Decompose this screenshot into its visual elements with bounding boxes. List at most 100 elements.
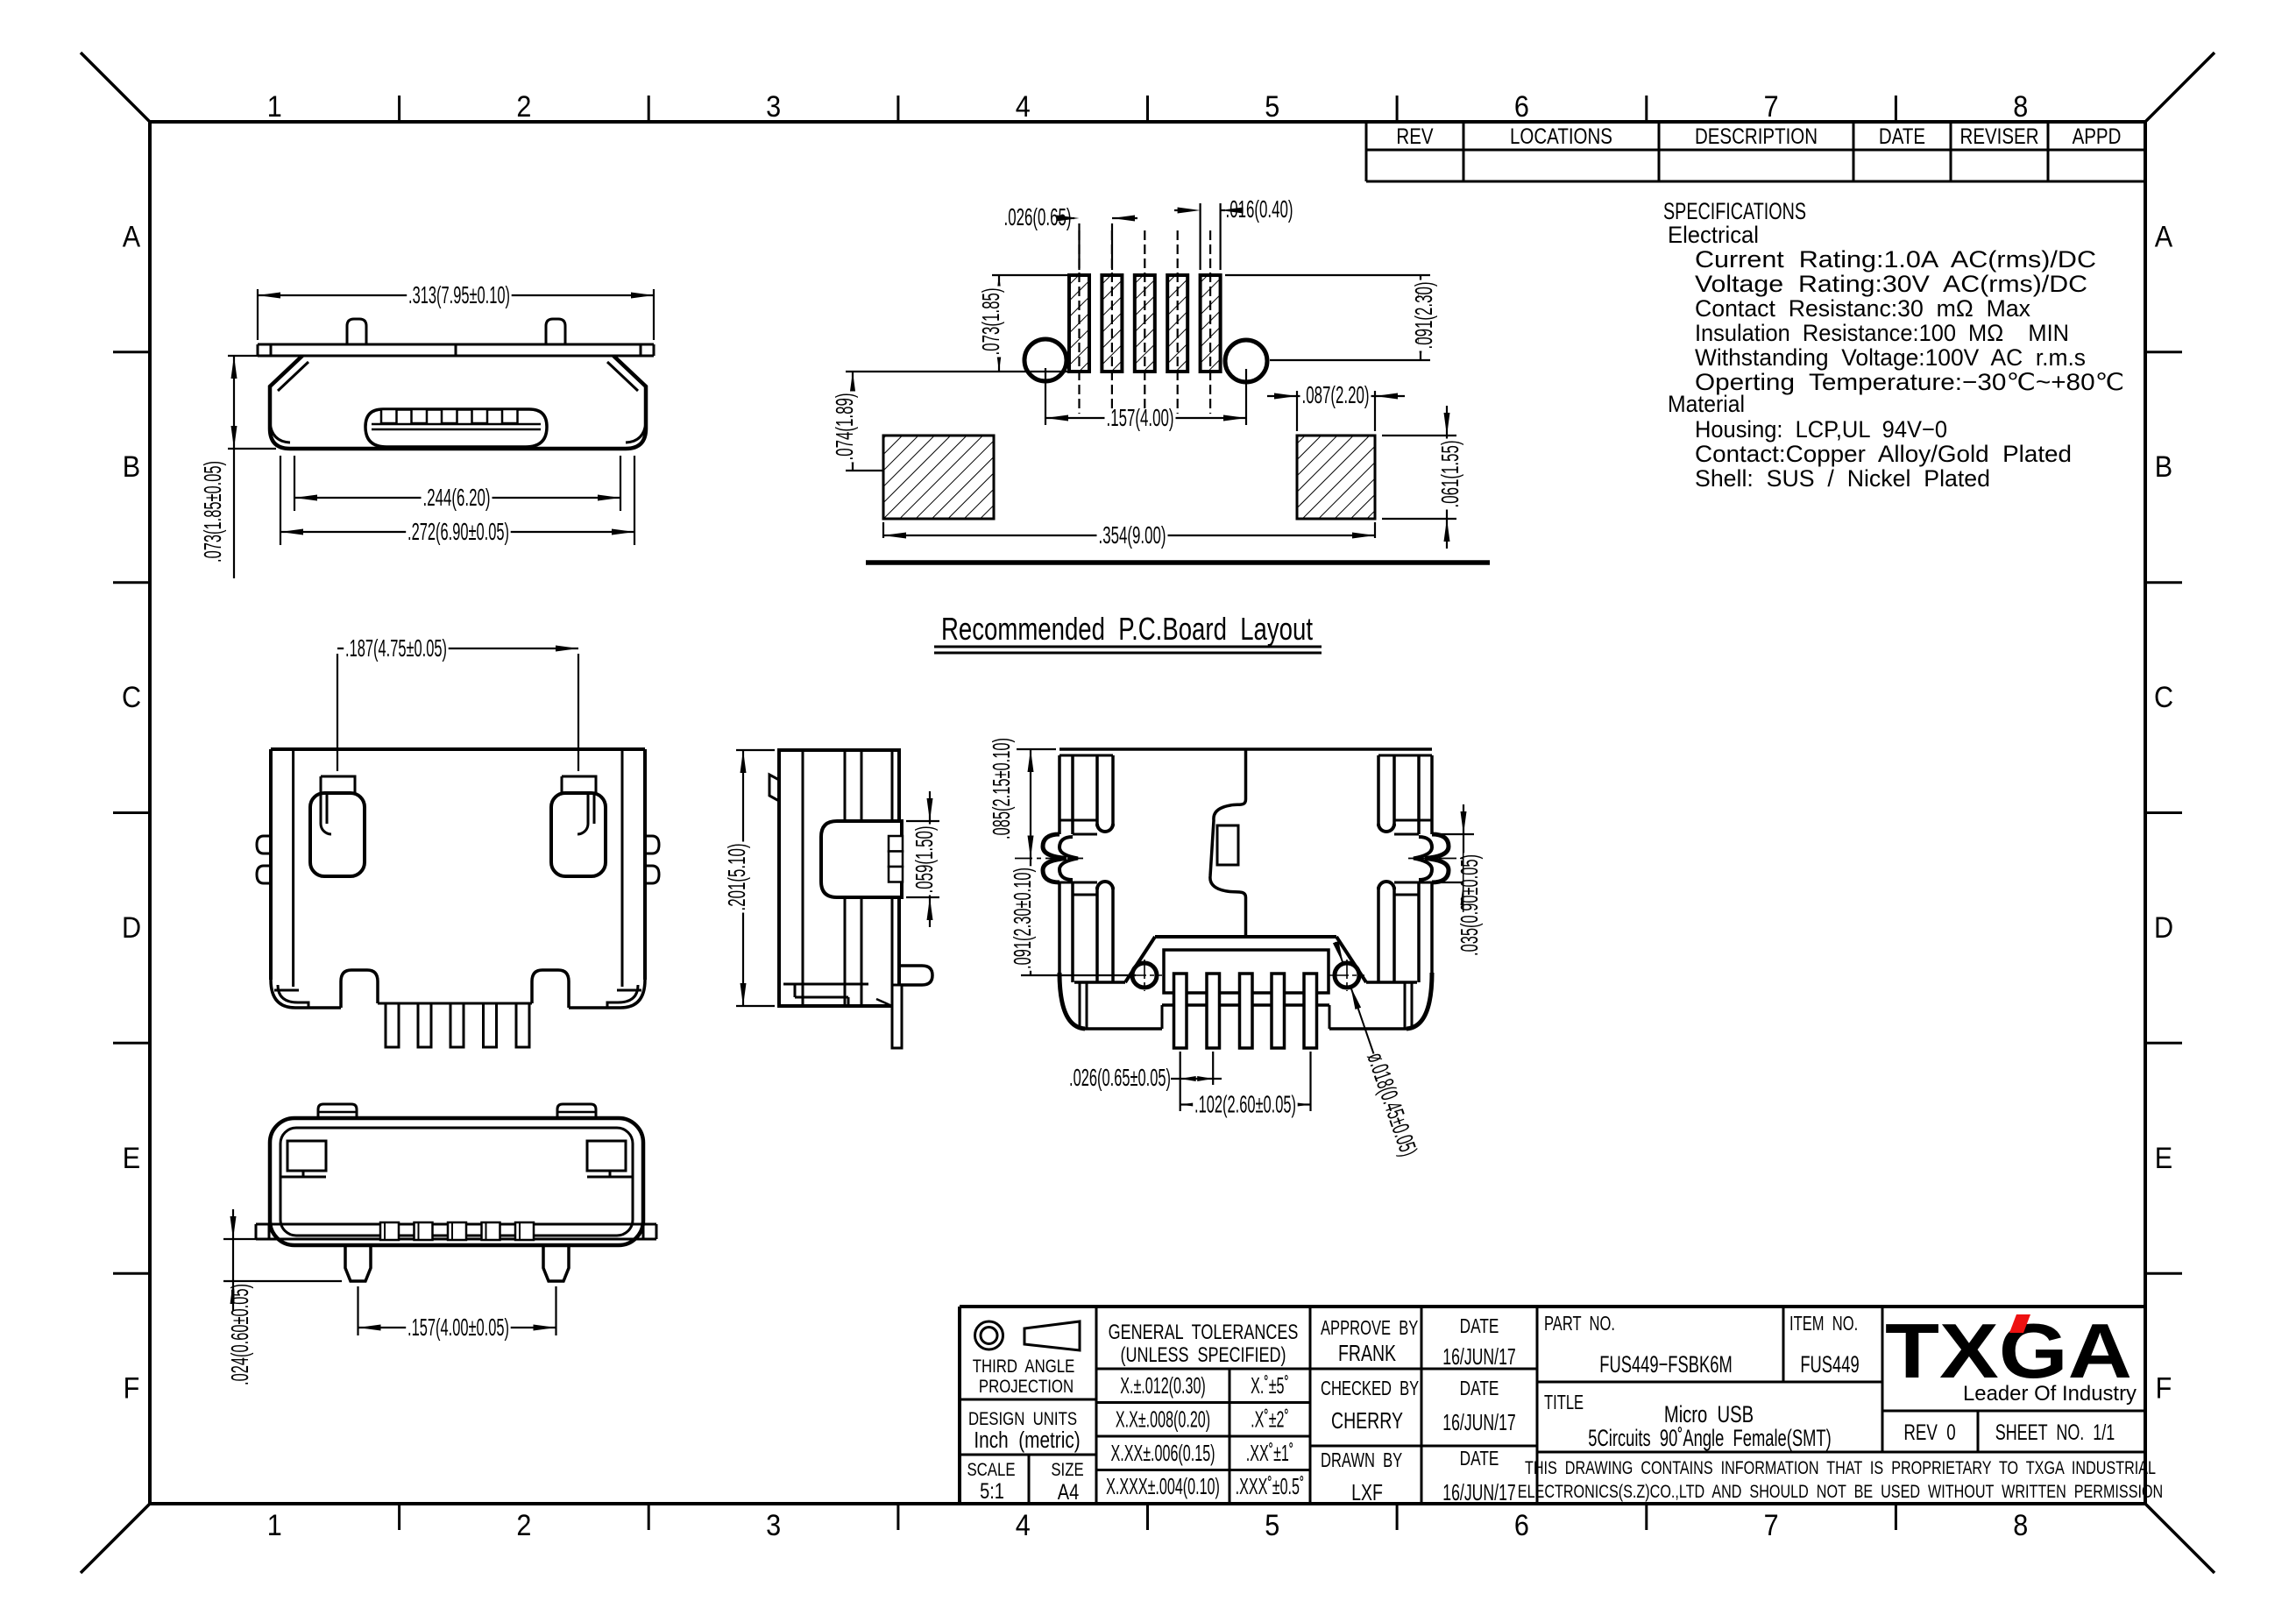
svg-text:X.XXX±.004(0.10): X.XXX±.004(0.10): [1106, 1473, 1220, 1499]
svg-text:TXGA: TXGA: [1885, 1307, 2132, 1394]
svg-text:Electrical: Electrical: [1668, 222, 1759, 248]
svg-text:Recommended P.C.Board Layout: Recommended P.C.Board Layout: [941, 611, 1313, 647]
svg-text:CHECKED BY: CHECKED BY: [1321, 1378, 1419, 1399]
svg-text:16/JUN/17: 16/JUN/17: [1442, 1480, 1515, 1505]
svg-text:3: 3: [766, 1509, 781, 1542]
svg-text:Contact:Copper Alloy/Gold Pl: Contact:Copper Alloy/Gold Plated: [1695, 441, 2072, 467]
svg-text:SPECIFICATIONS: SPECIFICATIONS: [1663, 198, 1806, 224]
svg-text:A: A: [2155, 220, 2173, 253]
svg-text:.061(1.55): .061(1.55): [1436, 441, 1463, 508]
svg-text:16/JUN/17: 16/JUN/17: [1442, 1344, 1515, 1370]
svg-text:D: D: [2154, 910, 2173, 944]
svg-text:Insulation Resistance:100 MΩ: Insulation Resistance:100 MΩ MIN: [1695, 320, 2069, 346]
svg-text:.026(0.65±0.05): .026(0.65±0.05): [1069, 1064, 1171, 1091]
svg-text:APPROVE BY: APPROVE BY: [1321, 1317, 1418, 1339]
svg-text:1: 1: [267, 1509, 282, 1542]
svg-text:Micro USB: Micro USB: [1664, 1401, 1754, 1428]
svg-text:.354(9.00): .354(9.00): [1099, 521, 1166, 549]
svg-text:Current Rating:1.0A AC(rms)/: Current Rating:1.0A AC(rms)/DC: [1695, 246, 2096, 273]
svg-text:Inch (metric): Inch (metric): [974, 1427, 1080, 1453]
svg-text:4: 4: [1016, 1509, 1031, 1542]
svg-text:REV 0: REV 0: [1903, 1420, 1955, 1444]
svg-text:F: F: [2156, 1371, 2172, 1405]
svg-text:5Circuits 90˚Angle Female(SM: 5Circuits 90˚Angle Female(SMT): [1588, 1424, 1831, 1450]
svg-text:E: E: [2155, 1141, 2172, 1174]
svg-text:DATE: DATE: [1460, 1378, 1499, 1400]
svg-text:B: B: [2155, 450, 2172, 484]
svg-text:7: 7: [1764, 1509, 1779, 1542]
svg-text:FUS449−FSBK6M: FUS449−FSBK6M: [1599, 1350, 1732, 1377]
svg-text:X.±.012(0.30): X.±.012(0.30): [1120, 1372, 1206, 1399]
svg-text:X.X±.008(0.20): X.X±.008(0.20): [1116, 1406, 1210, 1432]
svg-text:PART NO.: PART NO.: [1544, 1313, 1615, 1335]
svg-text:LXF: LXF: [1351, 1479, 1383, 1505]
svg-text:.313(7.95±0.10): .313(7.95±0.10): [408, 281, 510, 308]
svg-text:Housing: LCP,UL 94V−0: Housing: LCP,UL 94V−0: [1695, 416, 1947, 443]
svg-text:X.XX±.006(0.15): X.XX±.006(0.15): [1110, 1440, 1215, 1466]
svg-text:SHEET NO. 1/1: SHEET NO. 1/1: [1995, 1420, 2115, 1445]
svg-text:APPD: APPD: [2073, 124, 2122, 148]
svg-text:LOCATIONS: LOCATIONS: [1510, 124, 1612, 148]
svg-text:C: C: [2154, 681, 2173, 714]
svg-text:DATE: DATE: [1460, 1448, 1499, 1470]
svg-text:GENERAL TOLERANCES: GENERAL TOLERANCES: [1109, 1321, 1299, 1344]
svg-text:.XX˚±1˚: .XX˚±1˚: [1246, 1440, 1294, 1466]
svg-text:THIS DRAWING CONTAINS INFOR: THIS DRAWING CONTAINS INFORMATION THAT I…: [1525, 1457, 2156, 1478]
svg-text:FRANK: FRANK: [1338, 1340, 1397, 1365]
svg-text:16/JUN/17: 16/JUN/17: [1442, 1410, 1515, 1435]
svg-text:TITLE: TITLE: [1544, 1392, 1584, 1413]
svg-text:6: 6: [1514, 1509, 1529, 1542]
svg-text:Withstanding Voltage:100V AC: Withstanding Voltage:100V AC r.m.s: [1695, 344, 2086, 371]
svg-text:DRAWN BY: DRAWN BY: [1321, 1449, 1402, 1471]
svg-text:Voltage Rating:30V AC(rms)/D: Voltage Rating:30V AC(rms)/DC: [1695, 271, 2087, 297]
svg-text:REV: REV: [1396, 124, 1434, 148]
svg-text:.157(4.00): .157(4.00): [1107, 404, 1174, 431]
svg-text:.102(2.60±0.05): .102(2.60±0.05): [1194, 1091, 1296, 1118]
svg-text:A4: A4: [1058, 1480, 1079, 1505]
svg-text:.201(5.10): .201(5.10): [723, 844, 750, 911]
svg-text:(UNLESS SPECIFIED): (UNLESS SPECIFIED): [1121, 1344, 1286, 1367]
svg-text:3: 3: [766, 90, 781, 124]
svg-text:FUS449: FUS449: [1800, 1350, 1859, 1377]
svg-text:2: 2: [516, 1509, 531, 1542]
svg-text:Operting Temperature:−30℃~+80: Operting Temperature:−30℃~+80℃: [1695, 369, 2124, 395]
svg-text:DESIGN UNITS: DESIGN UNITS: [968, 1409, 1077, 1429]
svg-text:E: E: [123, 1141, 140, 1174]
svg-text:1: 1: [267, 90, 282, 124]
svg-text:.272(6.90±0.05): .272(6.90±0.05): [407, 518, 509, 545]
svg-text:.074(1.89): .074(1.89): [831, 393, 858, 461]
svg-text:CHERRY: CHERRY: [1331, 1407, 1403, 1433]
svg-text:ELECTRONICS(S.Z)CO.,LTD AND: ELECTRONICS(S.Z)CO.,LTD AND SHOULD NOT B…: [1518, 1481, 2163, 1502]
svg-text:.244(6.20): .244(6.20): [423, 484, 491, 511]
svg-text:2: 2: [516, 90, 531, 124]
svg-text:.085(2.15±0.10): .085(2.15±0.10): [988, 738, 1015, 839]
svg-text:6: 6: [1514, 90, 1529, 124]
svg-text:THIRD ANGLE: THIRD ANGLE: [973, 1356, 1075, 1377]
svg-text:B: B: [123, 450, 140, 484]
svg-text:DATE: DATE: [1879, 124, 1925, 148]
svg-text:F: F: [124, 1371, 140, 1405]
svg-text:SCALE: SCALE: [967, 1460, 1015, 1480]
svg-text:.073(1.85): .073(1.85): [977, 288, 1004, 356]
svg-text:SIZE: SIZE: [1051, 1460, 1083, 1480]
svg-text:5: 5: [1265, 90, 1279, 124]
svg-text:DATE: DATE: [1460, 1316, 1499, 1338]
svg-text:D: D: [122, 910, 141, 944]
svg-text:.187(4.75±0.05): .187(4.75±0.05): [345, 634, 447, 662]
svg-text:.073(1.85±0.05): .073(1.85±0.05): [199, 461, 226, 563]
svg-text:ITEM NO.: ITEM NO.: [1789, 1313, 1858, 1335]
svg-text:.087(2.20): .087(2.20): [1302, 381, 1370, 408]
svg-text:Shell: SUS / Nickel Plated: Shell: SUS / Nickel Plated: [1695, 465, 1990, 492]
svg-text:.035(0.90±0.05): .035(0.90±0.05): [1456, 854, 1483, 956]
svg-text:REVISER: REVISER: [1960, 124, 2039, 148]
svg-text:7: 7: [1764, 90, 1779, 124]
svg-text:DESCRIPTION: DESCRIPTION: [1695, 124, 1818, 148]
svg-text:A: A: [123, 220, 141, 253]
svg-text:.024(0.60±0.05): .024(0.60±0.05): [226, 1284, 253, 1385]
svg-text:5: 5: [1265, 1509, 1279, 1542]
svg-text:8: 8: [2013, 90, 2028, 124]
svg-text:PROJECTION: PROJECTION: [979, 1377, 1074, 1397]
svg-text:5:1: 5:1: [980, 1479, 1004, 1504]
svg-text:.091(2.30): .091(2.30): [1410, 282, 1437, 350]
svg-text:4: 4: [1016, 90, 1031, 124]
